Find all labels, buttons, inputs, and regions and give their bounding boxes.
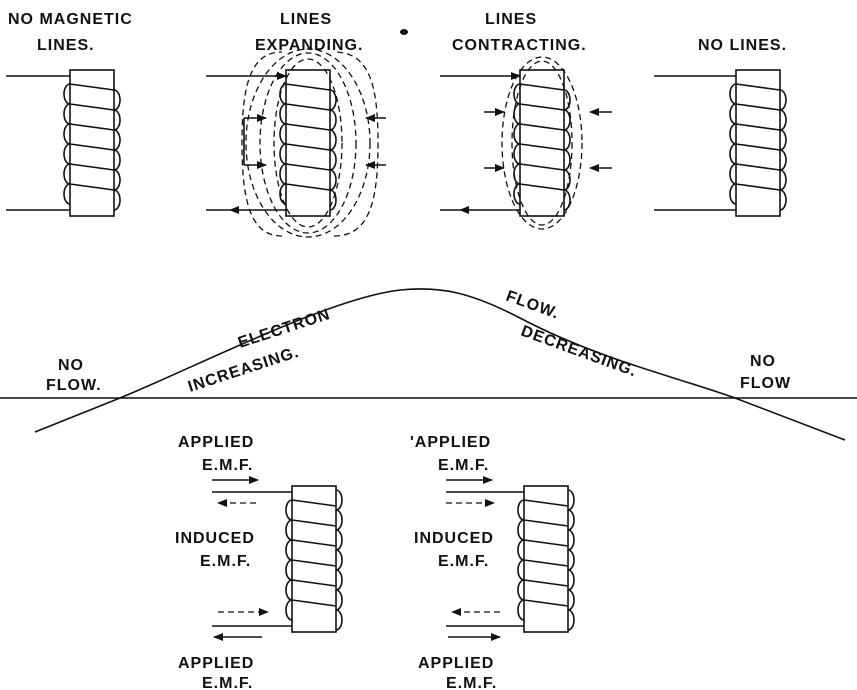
bl-emf-top: E.M.F. xyxy=(202,457,253,474)
panel-3-coil xyxy=(440,69,571,217)
br-induced: INDUCED xyxy=(414,530,494,547)
br-emf-top: E.M.F. xyxy=(438,457,489,474)
curve-label-decreasing: DECREASING. xyxy=(519,323,640,381)
panel-2-field-lines xyxy=(241,48,386,238)
panel-3-title-line2: CONTRACTING. xyxy=(452,37,587,54)
bl-emf-mid: E.M.F. xyxy=(200,553,251,570)
bl-applied-bottom: APPLIED xyxy=(178,655,254,672)
bl-emf-bottom: E.M.F. xyxy=(202,675,253,690)
panel-2-title-line2: EXPANDING. xyxy=(255,37,363,54)
bl-induced: INDUCED xyxy=(175,530,255,547)
br-emf-bottom: E.M.F. xyxy=(446,675,497,690)
no-flow-right-line1: NO xyxy=(750,353,776,370)
bl-coil xyxy=(212,485,343,633)
curve-label-electron: ELECTRON xyxy=(236,306,333,352)
no-flow-right-line2: FLOW xyxy=(740,375,791,392)
curve-label-flow: FLOW. xyxy=(504,288,562,323)
panel-3-title-line1: LINES xyxy=(485,11,537,28)
curve-label-increasing: INCREASING. xyxy=(186,344,301,396)
panel-3-field-lines xyxy=(484,56,612,230)
panel-4-title: NO LINES. xyxy=(698,37,787,54)
panel-2-coil xyxy=(206,69,337,217)
electron-flow-curve xyxy=(34,288,846,441)
panel-4-coil xyxy=(654,69,787,217)
no-flow-left-line2: FLOW. xyxy=(46,377,102,394)
br-coil xyxy=(446,485,575,633)
panel-1-title-line1: NO MAGNETIC xyxy=(8,11,133,28)
bl-applied-top: APPLIED xyxy=(178,434,254,451)
ink-spot xyxy=(400,29,408,35)
br-applied-top: 'APPLIED xyxy=(410,434,491,451)
panel-1-coil xyxy=(6,69,121,217)
panel-2-title-line1: LINES xyxy=(280,11,332,28)
panel-1-title-line2: LINES. xyxy=(37,37,95,54)
br-emf-mid: E.M.F. xyxy=(438,553,489,570)
no-flow-left-line1: NO xyxy=(58,357,84,374)
br-applied-bottom: APPLIED xyxy=(418,655,494,672)
